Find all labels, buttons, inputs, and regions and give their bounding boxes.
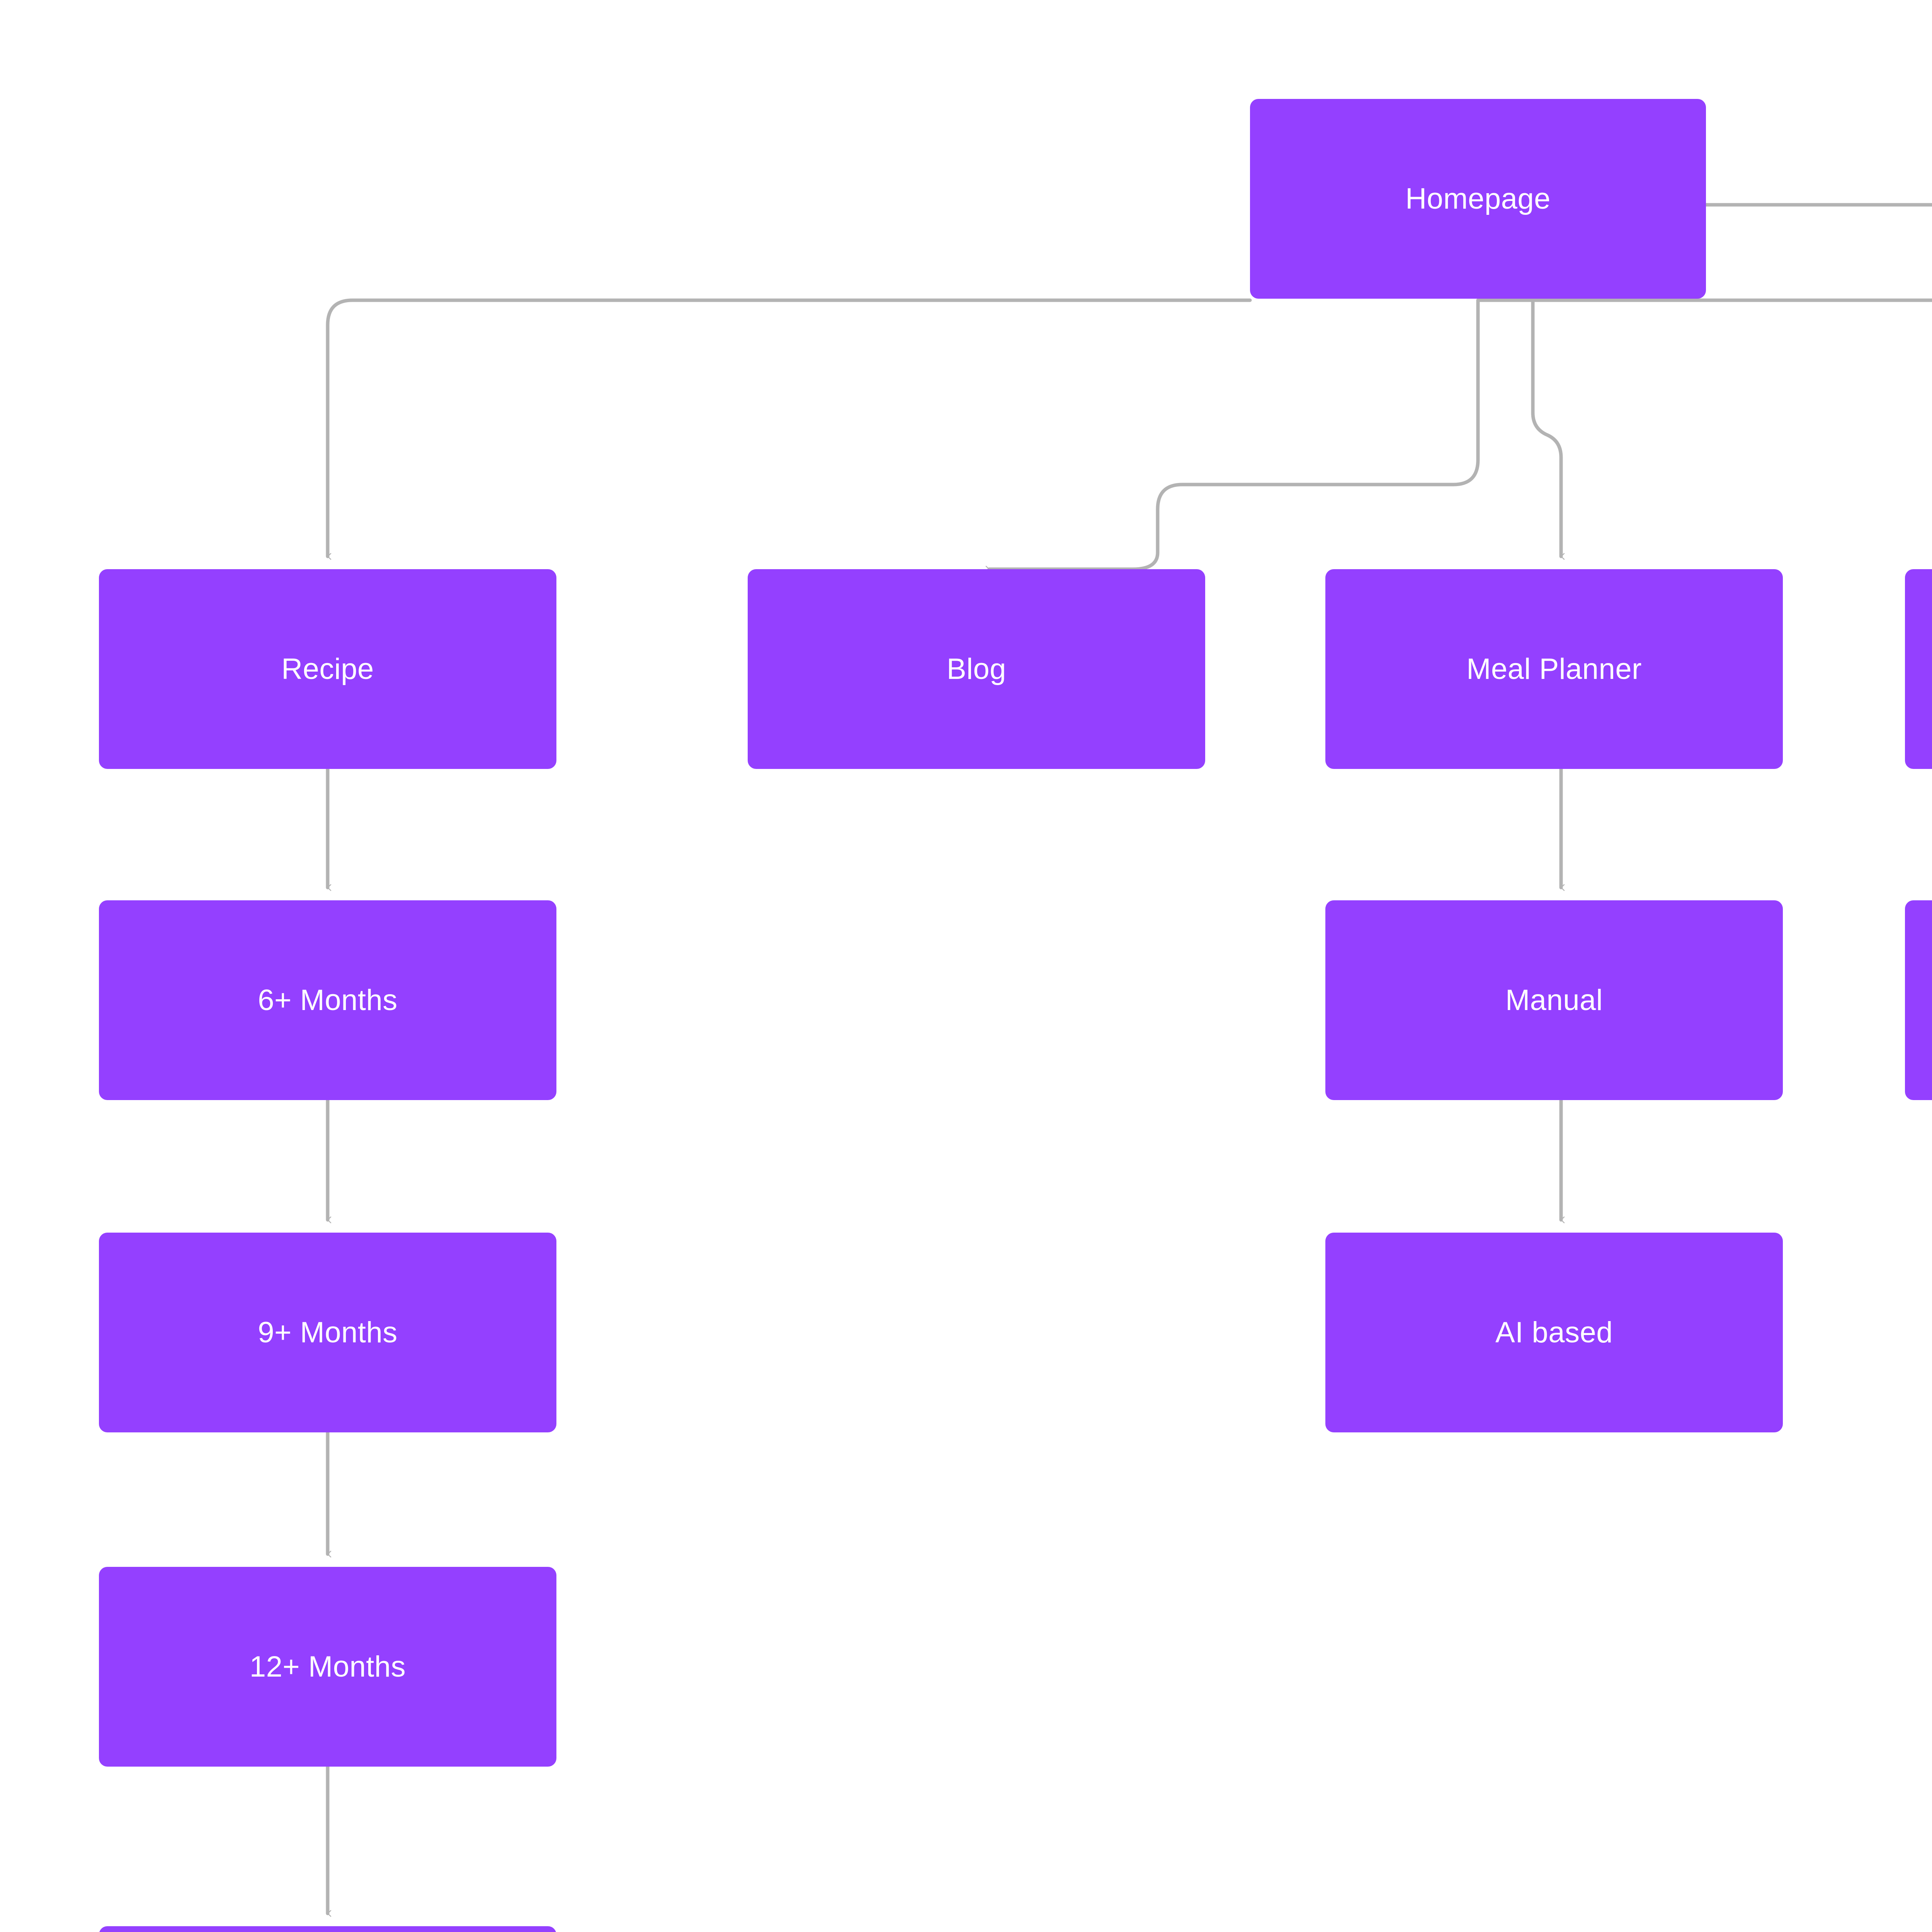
edge-homepage-to-favourites: [1476, 298, 1932, 302]
node-label: 6+ Months: [258, 983, 398, 1017]
node-breakfast[interactable]: 6-8 months Breakfast: [99, 1926, 556, 1932]
edge-homepage-to-meal-planner: [1531, 298, 1565, 560]
node-label: 12+ Months: [249, 1650, 406, 1683]
edge-homepage-to-recipe: [326, 298, 1252, 560]
node-label: Meal Planner: [1466, 652, 1642, 685]
node-label: 9+ Months: [258, 1316, 398, 1349]
node-meal-planner[interactable]: Meal Planner: [1325, 569, 1783, 769]
node-months-6[interactable]: 6+ Months: [99, 900, 556, 1100]
node-homepage[interactable]: Homepage: [1250, 99, 1706, 299]
node-blog[interactable]: Blog: [748, 569, 1205, 769]
node-label: Recipe: [281, 652, 374, 685]
node-months-12[interactable]: 12+ Months: [99, 1567, 556, 1767]
node-ai-based[interactable]: AI based: [1325, 1233, 1783, 1432]
edge-homepage-to-reminder: [1704, 203, 1932, 207]
node-label: AI based: [1495, 1316, 1613, 1349]
node-manual[interactable]: Manual: [1325, 900, 1783, 1100]
node-months-9[interactable]: 9+ Months: [99, 1233, 556, 1432]
node-recipe[interactable]: Recipe: [99, 569, 556, 769]
node-favourites[interactable]: Favourites: [1905, 569, 1932, 769]
node-fav-recipe[interactable]: Recipe: [1905, 900, 1932, 1100]
node-label: Blog: [946, 652, 1007, 685]
node-label: Homepage: [1405, 182, 1551, 215]
node-label: Manual: [1505, 983, 1603, 1017]
edge-homepage-to-blog: [985, 298, 1480, 573]
